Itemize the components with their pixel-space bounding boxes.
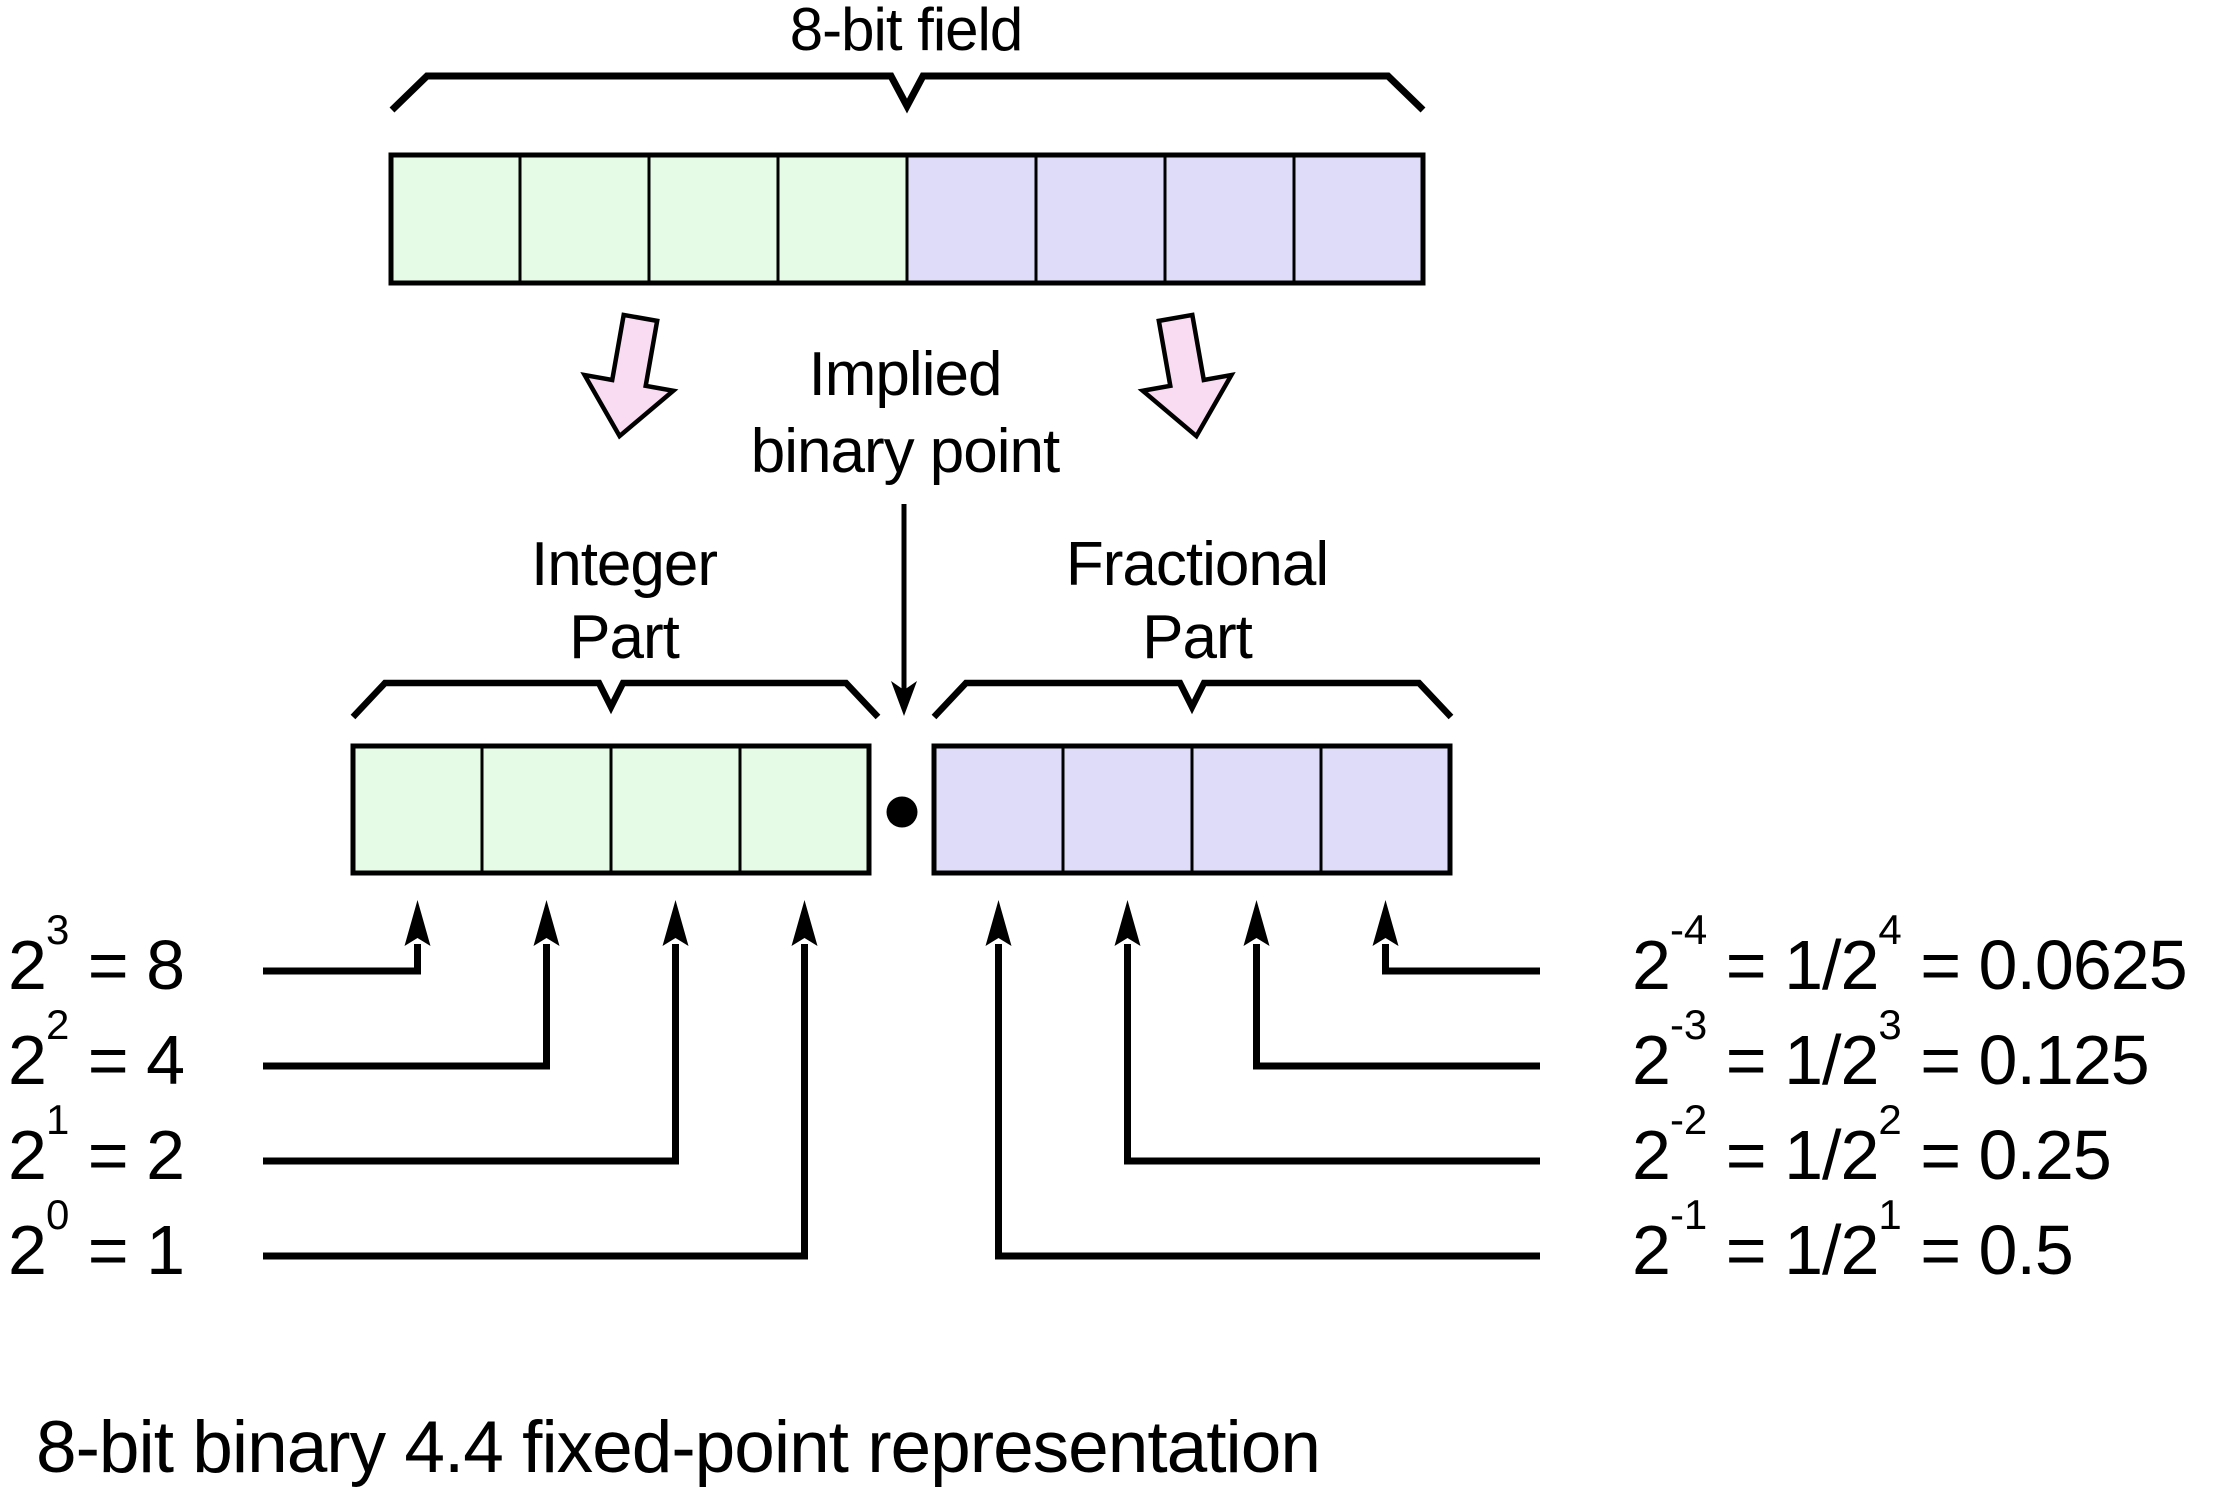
fractional-cell-2 [1063, 746, 1192, 873]
weight-exp: -2 [1670, 1096, 1707, 1143]
weight-base: 2 [1632, 1021, 1670, 1099]
weight-connectors [263, 900, 1540, 1256]
connector-fractional-3 [1128, 944, 1541, 1161]
arrowhead-icon [534, 900, 560, 946]
weight-base: 2 [1632, 1116, 1670, 1194]
weight-mid: = 1/2 [1707, 1116, 1878, 1194]
weight-base: 2 [8, 1211, 46, 1289]
implied-line2: binary point [655, 413, 1155, 490]
bit-cell-6 [1036, 155, 1165, 283]
fractional-cell-4 [1321, 746, 1450, 873]
bit-cell-1 [391, 155, 520, 283]
weight-base: 2 [8, 1021, 46, 1099]
fractional-part-label: Fractional Part [997, 528, 1397, 674]
weight-exp: 2 [46, 1001, 69, 1048]
fractional-part-row [934, 746, 1450, 873]
connector-integer-3 [263, 944, 676, 1161]
fractional-part-brace [934, 683, 1451, 717]
bit-cell-8 [1294, 155, 1423, 283]
weight-mid: = 1/2 [1707, 926, 1878, 1004]
weight-mid: = 1/2 [1707, 1021, 1878, 1099]
fractional-cell-3 [1192, 746, 1321, 873]
weight-base: 2 [8, 926, 46, 1004]
arrowhead-icon [405, 900, 431, 946]
weight-value: = 4 [69, 1021, 184, 1099]
integer-cell-3 [611, 746, 740, 873]
weight-exp2: 1 [1878, 1191, 1901, 1238]
implied-line1: Implied [655, 336, 1155, 413]
bit-field-row [391, 155, 1423, 283]
weight-exp: 0 [46, 1191, 69, 1238]
weight-exp2: 2 [1878, 1096, 1901, 1143]
integer-part-brace [353, 683, 878, 717]
arrowhead-icon [1244, 900, 1270, 946]
caption: 8-bit binary 4.4 fixed-point representat… [36, 1400, 1320, 1496]
connector-integer-2 [263, 944, 547, 1066]
integer-part-line2: Part [424, 601, 824, 674]
weight-value: = 0.125 [1902, 1021, 2149, 1099]
integer-part-label: Integer Part [424, 528, 824, 674]
integer-weight-label-4: 22 = 4 [8, 1018, 184, 1102]
integer-weight-label-8: 23 = 8 [8, 923, 184, 1007]
connector-integer-4 [263, 944, 805, 1256]
fractional-weight-label-5: 2-1 = 1/21 = 0.5 [1632, 1208, 2073, 1292]
weight-value: = 1 [69, 1211, 184, 1289]
implied-binary-point-label: Implied binary point [655, 336, 1155, 490]
weight-base: 2 [1632, 1211, 1670, 1289]
fractional-cell-1 [934, 746, 1063, 873]
integer-cell-2 [482, 746, 611, 873]
weight-value: = 2 [69, 1116, 184, 1194]
arrowhead-icon [986, 900, 1012, 946]
integer-part-row [353, 746, 869, 873]
field-width-label: 8-bit field [656, 0, 1156, 64]
fractional-part-line1: Fractional [997, 528, 1397, 601]
fractional-weight-label-0625: 2-4 = 1/24 = 0.0625 [1632, 923, 2187, 1007]
integer-weight-label-2: 21 = 2 [8, 1113, 184, 1197]
fractional-weight-label-25: 2-2 = 1/22 = 0.25 [1632, 1113, 2111, 1197]
weight-exp: -4 [1670, 906, 1707, 953]
field-brace [392, 76, 1423, 110]
bit-cell-3 [649, 155, 778, 283]
arrowhead-icon [792, 900, 818, 946]
arrowhead-icon [663, 900, 689, 946]
integer-cell-4 [740, 746, 869, 873]
bit-cell-4 [778, 155, 907, 283]
weight-exp: -3 [1670, 1001, 1707, 1048]
bit-cell-7 [1165, 155, 1294, 283]
connector-fractional-1 [1386, 944, 1541, 971]
weight-exp: -1 [1670, 1191, 1707, 1238]
binary-point-dot [887, 797, 918, 828]
bit-cell-2 [520, 155, 649, 283]
weight-value: = 0.25 [1902, 1116, 2111, 1194]
weight-base: 2 [1632, 926, 1670, 1004]
weight-value: = 8 [69, 926, 184, 1004]
fractional-weight-label-125: 2-3 = 1/23 = 0.125 [1632, 1018, 2149, 1102]
fractional-part-line2: Part [997, 601, 1397, 674]
arrowhead-icon [1373, 900, 1399, 946]
arrowhead-icon [1115, 900, 1141, 946]
connector-fractional-2 [1257, 944, 1541, 1066]
weight-value: = 0.0625 [1902, 926, 2187, 1004]
integer-part-line1: Integer [424, 528, 824, 601]
integer-weight-label-1: 20 = 1 [8, 1208, 184, 1292]
weight-exp2: 4 [1878, 906, 1901, 953]
integer-cell-1 [353, 746, 482, 873]
weight-mid: = 1/2 [1707, 1211, 1878, 1289]
weight-exp: 3 [46, 906, 69, 953]
connector-fractional-4 [999, 944, 1541, 1256]
bit-cell-5 [907, 155, 1036, 283]
weight-exp: 1 [46, 1096, 69, 1143]
weight-value: = 0.5 [1902, 1211, 2073, 1289]
weight-exp2: 3 [1878, 1001, 1901, 1048]
connector-integer-1 [263, 944, 418, 971]
weight-base: 2 [8, 1116, 46, 1194]
